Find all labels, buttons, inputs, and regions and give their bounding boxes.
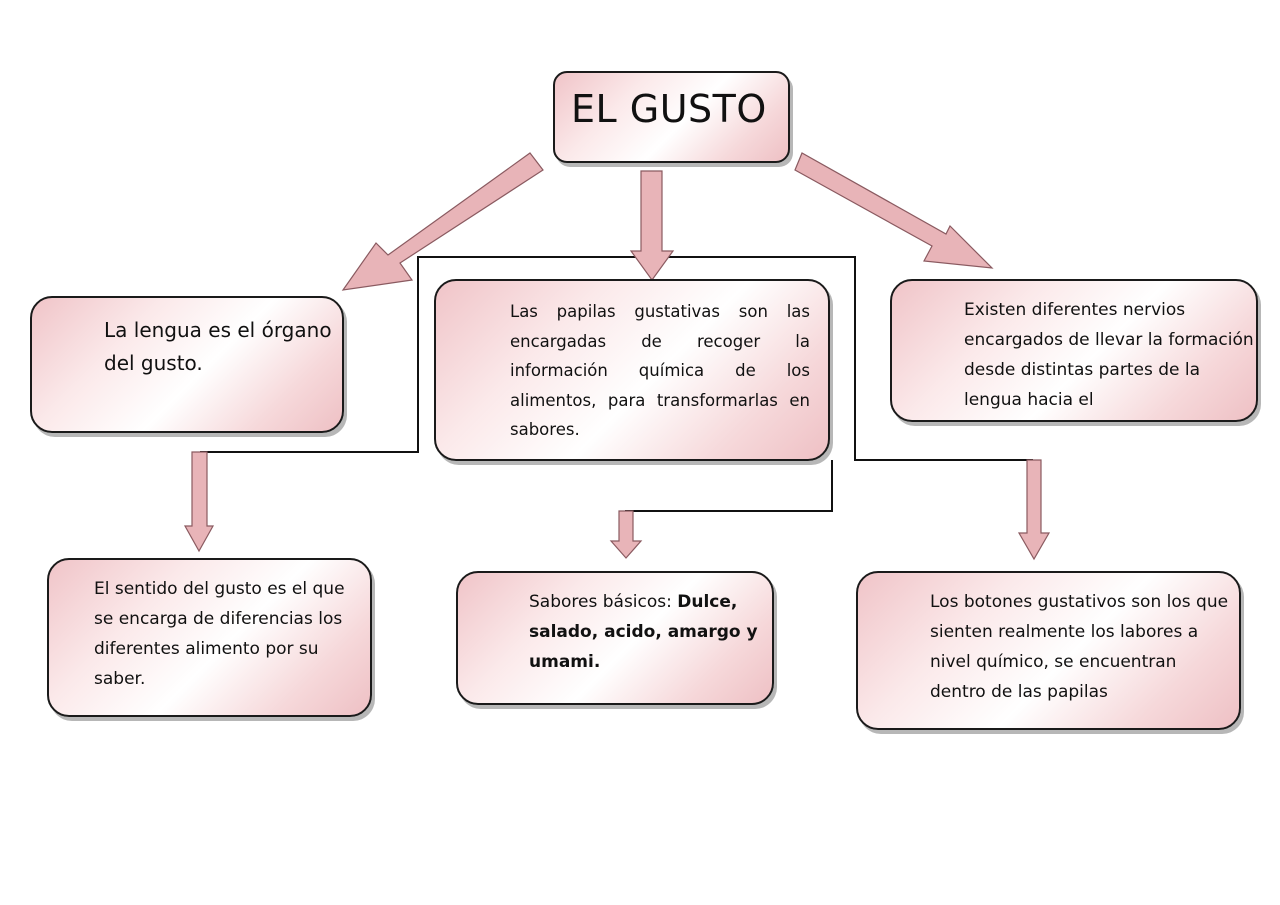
box-sabores: Sabores básicos: Dulce, salado, acido, a… bbox=[456, 571, 774, 705]
box-lengua: La lengua es el órgano del gusto. bbox=[30, 296, 344, 433]
box-papilas: Las papilas gustativas son las encargada… bbox=[434, 279, 830, 461]
arrow-to-lengua bbox=[341, 152, 544, 291]
sabores-label: Sabores básicos: bbox=[529, 592, 678, 612]
arrow-to-nervios bbox=[794, 152, 994, 269]
arrow-to-papilas bbox=[629, 170, 675, 282]
arrow-to-sabores bbox=[609, 510, 643, 559]
box-nervios-text: Existen diferentes nervios encargados de… bbox=[964, 300, 1254, 410]
connector-line-left bbox=[417, 256, 1033, 461]
connector-line-center-down bbox=[625, 460, 833, 512]
arrow-to-sentido bbox=[183, 451, 215, 553]
box-botones: Los botones gustativos son los que sient… bbox=[856, 571, 1241, 730]
arrow-to-botones bbox=[1017, 459, 1051, 561]
box-botones-text: Los botones gustativos son los que sient… bbox=[930, 592, 1229, 702]
box-nervios: Existen diferentes nervios encargados de… bbox=[890, 279, 1258, 422]
box-sentido: El sentido del gusto es el que se encarg… bbox=[47, 558, 372, 717]
box-sentido-text: El sentido del gusto es el que se encarg… bbox=[94, 579, 345, 689]
diagram-title: EL GUSTO bbox=[571, 87, 767, 131]
box-lengua-text: La lengua es el órgano del gusto. bbox=[104, 318, 332, 375]
sabores-items: Dulce, salado, acido, amargo y umami. bbox=[529, 592, 758, 672]
box-sabores-text: Sabores básicos: Dulce, salado, acido, a… bbox=[529, 587, 759, 677]
box-papilas-text: Las papilas gustativas son las encargada… bbox=[510, 302, 810, 439]
title-box: EL GUSTO bbox=[553, 71, 790, 163]
connector-line-left-down bbox=[200, 278, 419, 453]
